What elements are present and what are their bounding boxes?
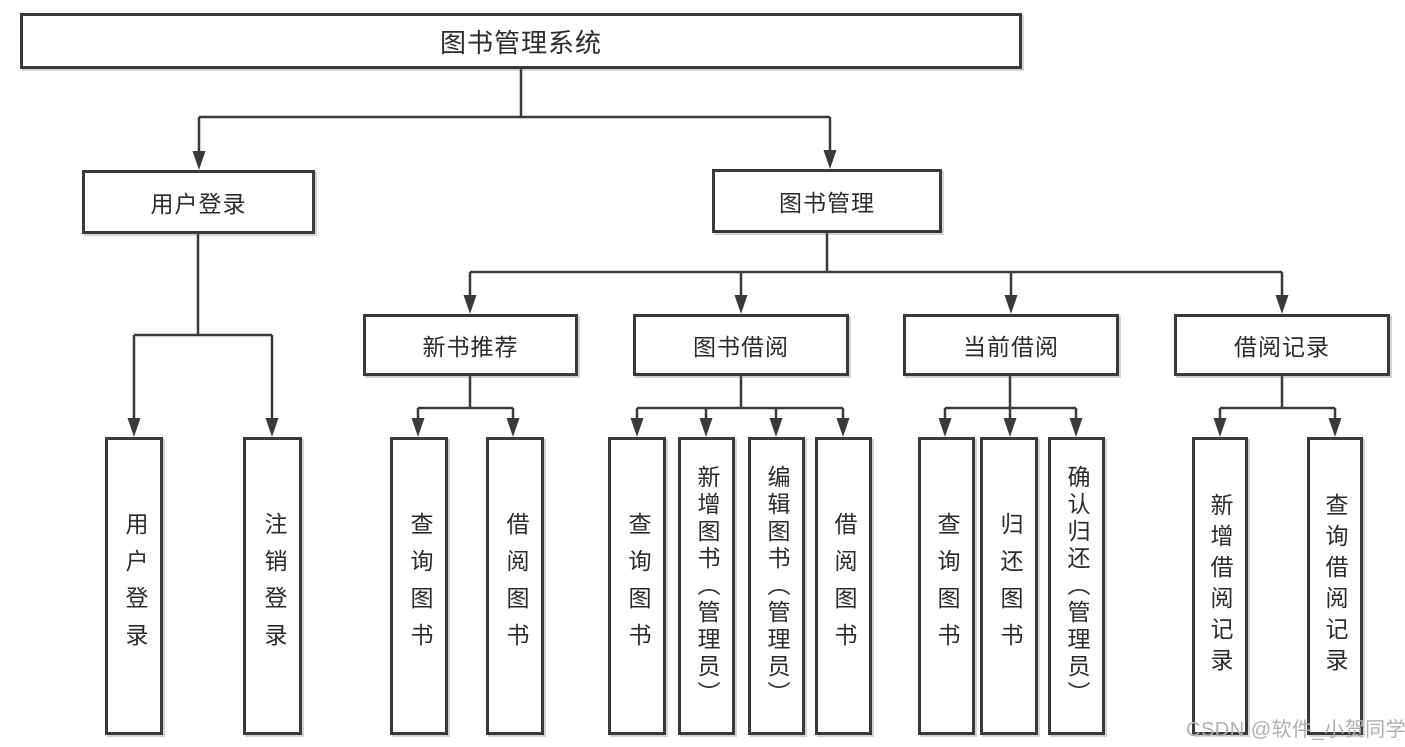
leaf-query-book-borrow: 查询图书 bbox=[608, 437, 666, 735]
leaf-borrow-book: 借阅图书 bbox=[815, 437, 872, 735]
leaf-borrow-book-recommend: 借阅图书 bbox=[486, 437, 544, 735]
node-new-book-recommend: 新书推荐 bbox=[363, 314, 578, 376]
arrowhead-icons bbox=[127, 150, 1342, 437]
connector-segments bbox=[132, 69, 1337, 420]
leaf-query-borrow-record: 查询借阅记录 bbox=[1307, 437, 1363, 735]
node-user-login: 用户登录 bbox=[82, 170, 315, 234]
leaf-add-book-admin: 新增图书（管理员） bbox=[678, 437, 735, 735]
leaf-logout: 注销登录 bbox=[243, 437, 302, 735]
csdn-watermark: CSDN @软件_小贺同学 bbox=[1186, 719, 1405, 741]
leaf-user-login: 用户登录 bbox=[105, 437, 163, 735]
leaf-confirm-return-admin: 确认归还（管理员） bbox=[1048, 437, 1105, 735]
leaf-add-borrow-record: 新增借阅记录 bbox=[1192, 437, 1248, 735]
node-borrow-record: 借阅记录 bbox=[1174, 314, 1390, 376]
node-current-borrow: 当前借阅 bbox=[903, 314, 1119, 376]
leaf-edit-book-admin: 编辑图书（管理员） bbox=[748, 437, 805, 735]
leaf-query-book-current: 查询图书 bbox=[918, 437, 975, 735]
leaf-return-book: 归还图书 bbox=[980, 437, 1038, 735]
leaf-query-book-recommend: 查询图书 bbox=[390, 437, 448, 735]
node-book-borrow: 图书借阅 bbox=[633, 314, 849, 376]
node-book-management: 图书管理 bbox=[712, 169, 942, 233]
node-library-management-system: 图书管理系统 bbox=[20, 13, 1022, 69]
